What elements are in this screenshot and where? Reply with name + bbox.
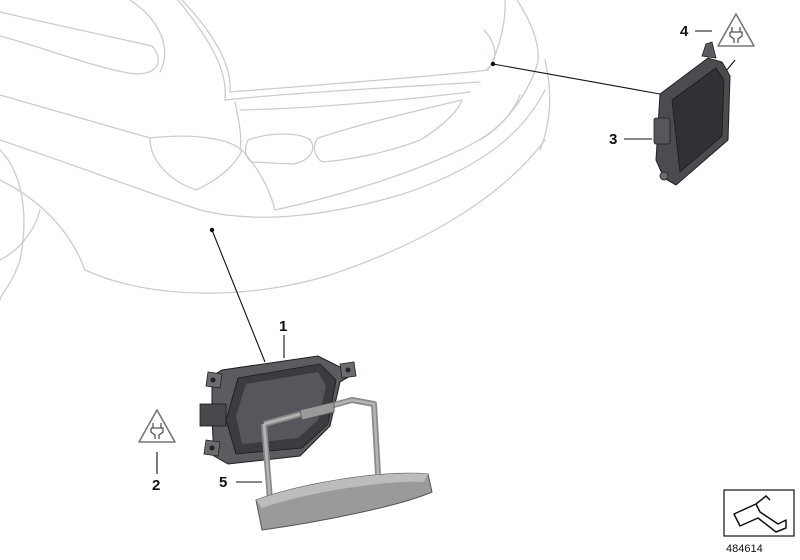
- callout-4: 4: [680, 23, 689, 40]
- callout-5: 5: [219, 474, 227, 491]
- leader-dot-sensor-1: [209, 227, 215, 233]
- sensor-unit-1: [199, 355, 357, 465]
- catalog-arrow-icon: [723, 489, 795, 537]
- callout-3: 3: [609, 131, 617, 148]
- connector-warning-icon: [138, 409, 176, 443]
- leader-dot-sensor-3: [490, 61, 496, 67]
- callout-2: 2: [152, 477, 160, 494]
- car-rear-outline: [0, 0, 551, 301]
- sensor-unit-3: [653, 41, 731, 186]
- leader-line-sensor-1: [211, 229, 266, 363]
- leader-line-sensor-3: [492, 63, 661, 95]
- reference-number: 484614: [726, 543, 763, 555]
- callout-1: 1: [279, 318, 287, 335]
- connector-warning-icon: [717, 13, 755, 47]
- cover-bracket-5: [255, 397, 433, 531]
